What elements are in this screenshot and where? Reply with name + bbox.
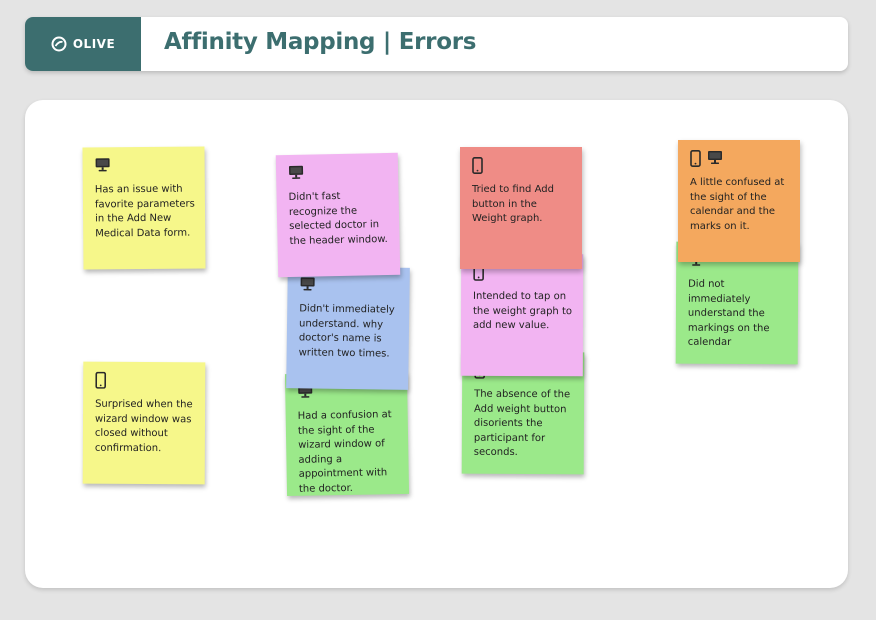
olive-logo: OLIVE (25, 17, 141, 71)
note-pink-2[interactable]: Intended to tap on the weight graph to a… (460, 253, 584, 377)
desktop-icon (95, 157, 111, 178)
note-text: Tried to find Add button in the Weight g… (472, 184, 554, 224)
note-red-1[interactable]: Tried to find Add button in the Weight g… (460, 147, 582, 269)
desktop-icon (288, 165, 304, 186)
note-icons (690, 150, 790, 168)
desktop-icon (299, 276, 315, 297)
header-bar: OLIVE Affinity Mapping | Errors (25, 17, 848, 71)
note-yellow-2[interactable]: Surprised when the wizard window was clo… (82, 361, 206, 485)
logo-text: OLIVE (72, 37, 116, 51)
note-text: The absence of the Add weight button dis… (473, 388, 571, 458)
olive-logo-icon (51, 36, 67, 52)
phone-icon (472, 157, 483, 180)
note-blue-1[interactable]: Didn't immediately understand. why docto… (286, 266, 410, 390)
note-icons (288, 163, 388, 183)
note-icons (299, 276, 399, 295)
note-green-1[interactable]: Had a confusion at the sight of the wiza… (284, 371, 410, 497)
note-text: Did not immediately understand the marki… (687, 278, 770, 348)
note-yellow-1[interactable]: Has an issue with favorite parameters in… (82, 146, 206, 270)
note-icons (95, 157, 195, 176)
note-text: Has an issue with favorite parameters in… (94, 183, 195, 239)
page-title: Affinity Mapping | Errors (164, 29, 477, 55)
note-text: Intended to tap on the weight graph to a… (472, 290, 573, 332)
note-text: Didn't fast recognize the selected docto… (288, 190, 388, 247)
note-text: Had a confusion at the sight of the wiza… (297, 409, 392, 495)
note-text: A little confused at the sight of the ca… (690, 177, 785, 232)
note-text: Surprised when the wizard window was clo… (94, 398, 193, 454)
affinity-board: Has an issue with favorite parameters in… (25, 100, 848, 588)
note-pink-1[interactable]: Didn't fast recognize the selected docto… (275, 152, 401, 278)
phone-icon (690, 150, 701, 173)
desktop-icon (707, 150, 723, 171)
note-icons (472, 157, 572, 175)
note-orange-1[interactable]: A little confused at the sight of the ca… (678, 140, 800, 262)
note-icons (95, 371, 195, 391)
note-text: Didn't immediately understand. why docto… (298, 303, 395, 360)
phone-icon (95, 371, 107, 395)
